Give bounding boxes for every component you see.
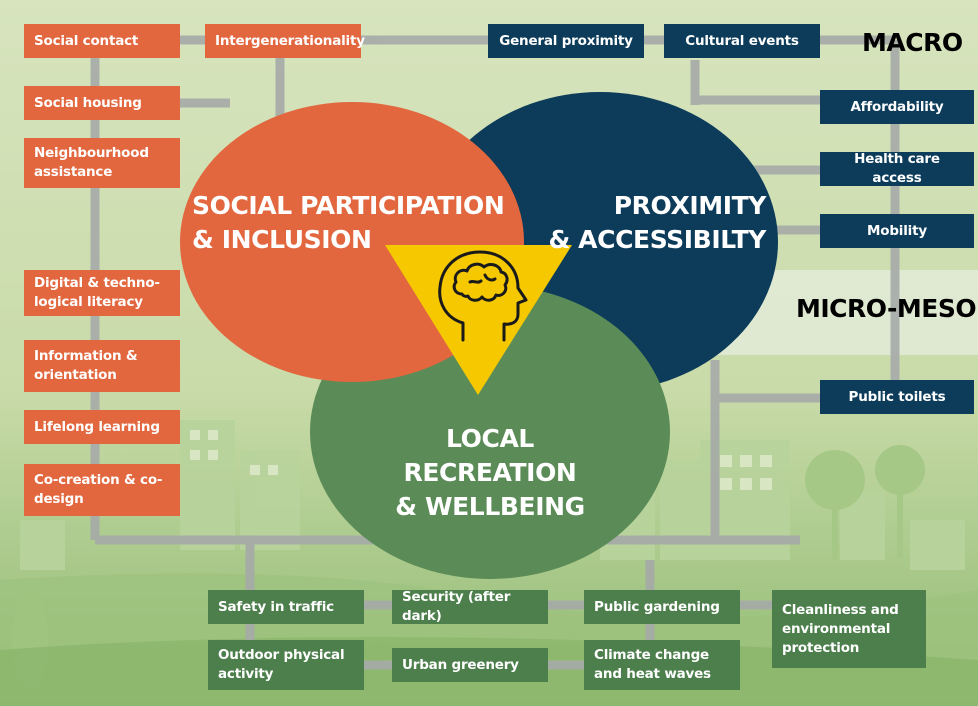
cleanliness-box: Cleanliness and environmental protection — [772, 590, 926, 668]
outdoor-physical-activity-box: Outdoor physical activity — [208, 640, 364, 690]
recreation-title-line2: & WELLBEING — [395, 492, 585, 521]
public-toilets-box: Public toilets — [820, 380, 974, 414]
social-circle-title: SOCIAL PARTICIPATION & INCLUSION — [192, 189, 505, 257]
mobility-box: Mobility — [820, 214, 974, 248]
intergenerationality-box: Intergenerationality — [205, 24, 365, 58]
center-triangle — [385, 245, 572, 395]
climate-change-box: Climate change and heat waves — [584, 640, 740, 690]
macro-level-label: MACRO — [862, 28, 963, 57]
general-proximity-box: General proximity — [488, 24, 644, 58]
head-brain-icon — [438, 250, 528, 342]
proximity-circle-title: PROXIMITY & ACCESSIBILTY — [548, 189, 766, 257]
co-creation-box: Co-creation & co-design — [24, 464, 180, 516]
social-title-line2: & INCLUSION — [192, 225, 372, 254]
information-orientation-box: Information & orientation — [24, 340, 180, 392]
social-contact-box: Social contact — [24, 24, 180, 58]
safety-in-traffic-box: Safety in traffic — [208, 590, 364, 624]
social-title-line1: SOCIAL PARTICIPATION — [192, 191, 505, 220]
urban-greenery-box: Urban greenery — [392, 648, 548, 682]
cultural-events-box: Cultural events — [664, 24, 820, 58]
proximity-title-line2: & ACCESSIBILTY — [548, 225, 766, 254]
digital-literacy-box: Digital & techno-logical literacy — [24, 270, 180, 316]
recreation-circle-title: LOCAL RECREATION & WELLBEING — [370, 422, 610, 524]
social-housing-box: Social housing — [24, 86, 180, 120]
recreation-title-line1: LOCAL RECREATION — [403, 424, 577, 487]
public-gardening-box: Public gardening — [584, 590, 740, 624]
affordability-box: Affordability — [820, 90, 974, 124]
lifelong-learning-box: Lifelong learning — [24, 410, 180, 444]
micro-meso-level-label: MICRO-MESO — [796, 294, 977, 323]
health-care-access-box: Health care access — [820, 151, 974, 186]
security-after-dark-box: Security (after dark) — [392, 589, 548, 624]
proximity-title-line1: PROXIMITY — [613, 191, 767, 220]
neighbourhood-assistance-box: Neighbourhood assistance — [24, 138, 180, 188]
